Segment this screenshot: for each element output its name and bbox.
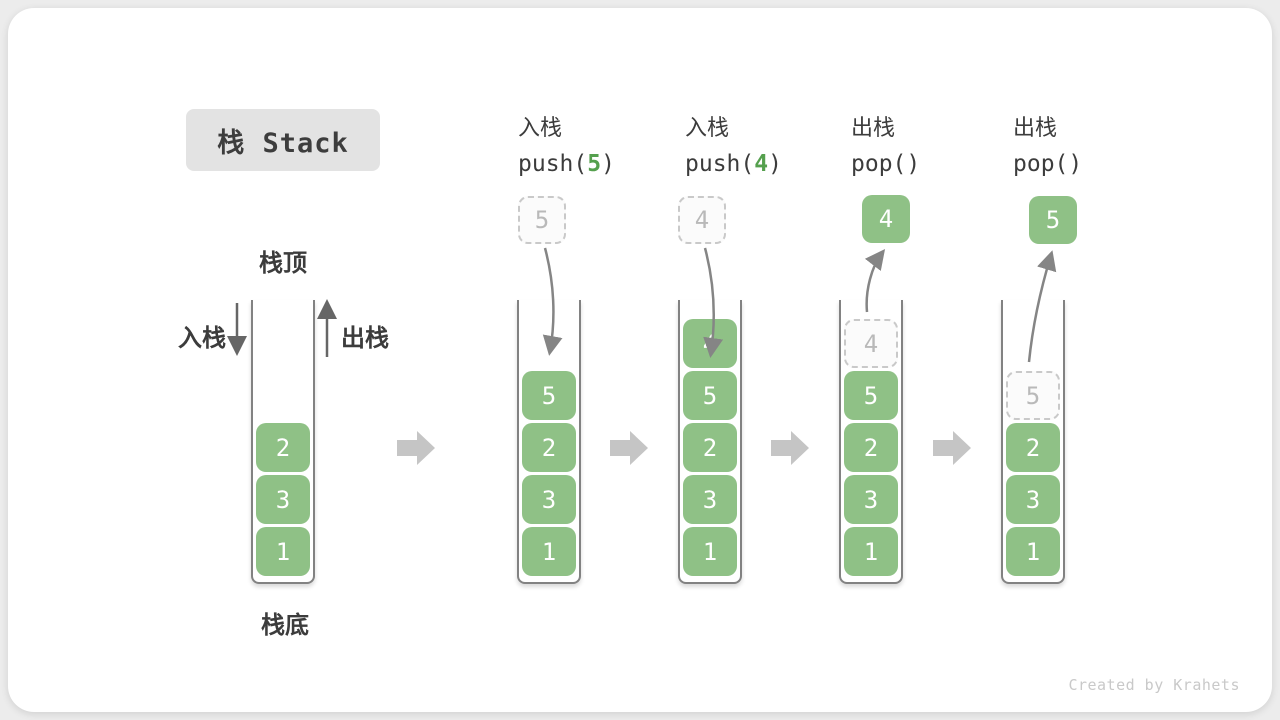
stack-state-2: 5 2 3 1 bbox=[517, 300, 581, 584]
stack-state-5: 5 2 3 1 bbox=[1001, 300, 1065, 584]
stack-state-1: 2 3 1 bbox=[251, 300, 315, 584]
stack-top-label: 栈顶 bbox=[259, 250, 307, 277]
push-side-label: 入栈 bbox=[178, 325, 226, 352]
op-label: 出栈 bbox=[1013, 115, 1058, 140]
op-arg: 4 bbox=[754, 151, 769, 177]
stack-cell: 1 bbox=[683, 527, 737, 576]
watermark: Created by Krahets bbox=[1068, 676, 1240, 694]
stack-cell: 1 bbox=[1006, 527, 1060, 576]
stack-state-4: 4 5 2 3 1 bbox=[839, 300, 903, 584]
stack-bottom-label: 栈底 bbox=[261, 612, 309, 639]
stack-cell: 3 bbox=[844, 475, 898, 524]
stack-cell: 1 bbox=[256, 527, 310, 576]
stack-cell: 3 bbox=[522, 475, 576, 524]
float-value-popped-4: 4 bbox=[862, 195, 910, 243]
op-label: 入栈 bbox=[685, 115, 730, 140]
stack-cell: 1 bbox=[844, 527, 898, 576]
op-code: pop() bbox=[1013, 151, 1083, 177]
stack-cell: 4 bbox=[683, 319, 737, 368]
stack-cell: 2 bbox=[522, 423, 576, 472]
op-push-5: 入栈 push(5) bbox=[518, 110, 615, 177]
stack-cell: 5 bbox=[844, 371, 898, 420]
stack-state-3: 4 5 2 3 1 bbox=[678, 300, 742, 584]
stack-cell: 3 bbox=[683, 475, 737, 524]
stack-cell: 2 bbox=[1006, 423, 1060, 472]
op-pop-2: 出栈 pop() bbox=[1013, 110, 1082, 177]
stack-cell: 3 bbox=[256, 475, 310, 524]
diagram-title: 栈 Stack bbox=[186, 109, 380, 171]
stack-cell: 2 bbox=[683, 423, 737, 472]
op-push-4: 入栈 push(4) bbox=[685, 110, 782, 177]
stack-cell-ghost: 5 bbox=[1006, 371, 1060, 420]
op-label: 出栈 bbox=[851, 115, 896, 140]
stack-cell: 5 bbox=[683, 371, 737, 420]
stack-cell: 2 bbox=[844, 423, 898, 472]
pop-side-label: 出栈 bbox=[341, 325, 389, 352]
stack-cell: 2 bbox=[256, 423, 310, 472]
op-label: 入栈 bbox=[518, 115, 563, 140]
op-code: push(5) bbox=[518, 151, 615, 177]
float-value-dashed-5: 5 bbox=[518, 196, 566, 244]
op-code: pop() bbox=[851, 151, 921, 177]
float-value-popped-5: 5 bbox=[1029, 196, 1077, 244]
float-value-dashed-4: 4 bbox=[678, 196, 726, 244]
op-arg: 5 bbox=[587, 151, 602, 177]
stack-cell: 3 bbox=[1006, 475, 1060, 524]
stack-cell-ghost: 4 bbox=[844, 319, 898, 368]
op-pop-1: 出栈 pop() bbox=[851, 110, 920, 177]
stack-cell: 5 bbox=[522, 371, 576, 420]
op-code: push(4) bbox=[685, 151, 782, 177]
stack-cell: 1 bbox=[522, 527, 576, 576]
